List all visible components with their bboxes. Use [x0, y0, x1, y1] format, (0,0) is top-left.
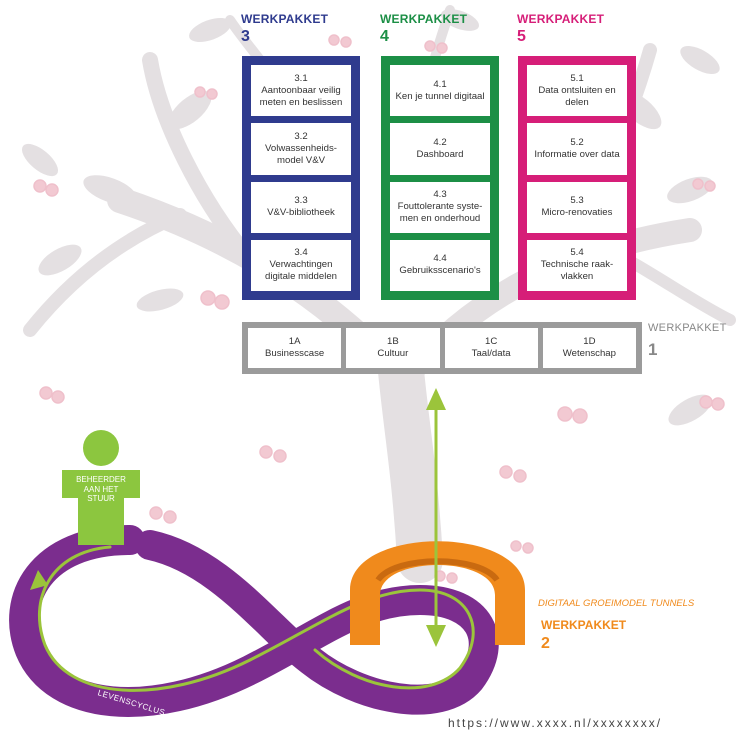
werkpakket4-title: WERKPAKKET	[380, 12, 468, 26]
item-text: Verwachtingen digitale middelen	[265, 259, 337, 283]
source-url-fragment: https://www.xxxx.nl/xxxxxxxx/	[448, 716, 663, 730]
werkpakket1-title: WERKPAKKET	[648, 322, 727, 334]
item-text: Gebruiksscenario's	[399, 265, 481, 277]
item-text: Informatie over data	[534, 148, 620, 160]
person-icon	[62, 430, 140, 545]
werkpakket4-number: 4	[380, 28, 389, 45]
item-number: 3.1	[294, 72, 308, 84]
item-text: Data ontsluiten en delen	[538, 84, 616, 108]
item-text: Fouttolerante syste-men en onderhoud	[397, 201, 483, 225]
item-number: 5.1	[570, 72, 584, 84]
item-text: Ken je tunnel digitaal	[395, 90, 485, 102]
item-number: 4.3	[433, 189, 447, 201]
item-number: 1C	[484, 336, 498, 347]
werkpakket5-number: 5	[517, 28, 526, 45]
vertical-arrow	[426, 388, 446, 647]
item-number: 1A	[288, 336, 301, 347]
item-text: Volwassenheids-model V&V	[265, 142, 337, 166]
item-text: Taal/data	[471, 348, 511, 359]
item-number: 5.3	[570, 195, 584, 207]
item-number: 1D	[583, 336, 596, 347]
item-number: 5.4	[570, 247, 584, 259]
item-number: 4.1	[433, 78, 447, 90]
werkpakket3-number: 3	[241, 28, 250, 45]
item-number: 4.2	[433, 136, 447, 148]
levenscyclus-loop	[9, 525, 499, 717]
item-number: 3.3	[294, 195, 308, 207]
item-text: Aantoonbaar veilig meten en beslissen	[259, 84, 343, 108]
item-text: Micro-renovaties	[541, 207, 613, 219]
item-number: 4.4	[433, 253, 447, 265]
item-number: 3.2	[294, 130, 308, 142]
item-text: Technische raak-vlakken	[540, 259, 614, 283]
item-number: 3.4	[294, 247, 308, 259]
beheerder-label: BEHEERDER AAN HET STUUR	[76, 475, 126, 503]
werkpakket5-title: WERKPAKKET	[517, 12, 605, 26]
item-number: 5.2	[570, 136, 584, 148]
item-text: V&V-bibliotheek	[267, 207, 335, 219]
item-text: Wetenschap	[562, 348, 616, 359]
item-text: Cultuur	[377, 348, 409, 359]
werkpakket2-subtitle: DIGITAAL GROEIMODEL TUNNELS	[538, 598, 695, 609]
werkpakket1-number: 1	[648, 340, 658, 359]
item-text: Dashboard	[416, 148, 464, 160]
werkpakket3-title: WERKPAKKET	[241, 12, 329, 26]
item-number: 1B	[387, 336, 399, 347]
werkpakket2-title: WERKPAKKET	[541, 618, 627, 632]
werkpakket2-number: 2	[541, 635, 550, 652]
item-text: Businesscase	[265, 348, 325, 359]
